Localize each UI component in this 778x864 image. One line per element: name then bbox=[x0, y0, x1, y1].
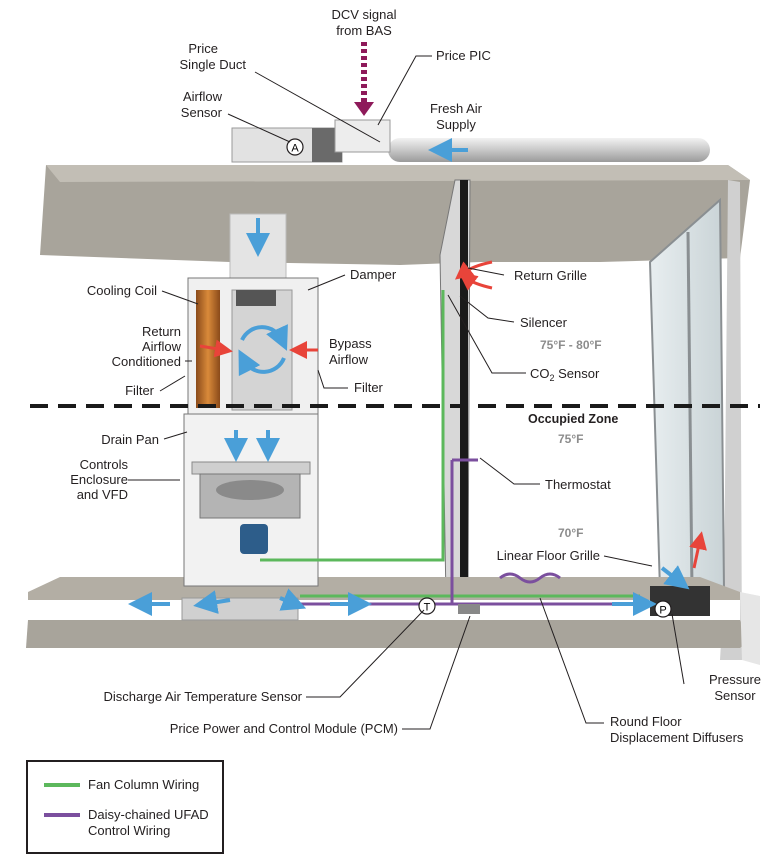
fan-column-wiring-line bbox=[260, 290, 445, 562]
legend-item-fan-column: Fan Column Wiring bbox=[44, 777, 199, 792]
damper-box bbox=[236, 290, 276, 306]
wall-right bbox=[720, 180, 742, 660]
price-pic-box bbox=[334, 119, 391, 153]
discharge-temp-sensor-marker: T bbox=[418, 597, 436, 615]
marker-p-text: P bbox=[659, 605, 666, 617]
return-airflow-label-1: Return bbox=[142, 324, 181, 339]
airflow-sensor-label-2: Sensor bbox=[181, 105, 223, 120]
fresh-air-supply-label-1: Fresh Air bbox=[430, 101, 483, 116]
legend-ufad-label-2: Control Wiring bbox=[88, 823, 170, 838]
pressure-sensor-label-2: Sensor bbox=[714, 688, 756, 703]
pressure-sensor-marker: P bbox=[654, 600, 672, 618]
legend-item-ufad-control: Daisy-chained UFAD Control Wiring bbox=[44, 807, 209, 838]
ceiling-slab bbox=[40, 165, 750, 265]
silencer-label: Silencer bbox=[520, 315, 568, 330]
price-single-duct-label-2: Single Duct bbox=[180, 57, 247, 72]
damper-label: Damper bbox=[350, 267, 397, 282]
pressure-sensor-label-1: Pressure bbox=[709, 672, 761, 687]
dcv-signal-label-1: DCV signal bbox=[331, 7, 396, 22]
co2-subscript: 2 bbox=[550, 373, 555, 383]
marker-a-text: A bbox=[291, 143, 299, 155]
temp-floor-zone: 70°F bbox=[558, 526, 583, 540]
drain-pan-label: Drain Pan bbox=[101, 432, 159, 447]
controls-enclosure-label-2: Enclosure bbox=[70, 472, 128, 487]
cooling-coil-label: Cooling Coil bbox=[87, 283, 157, 298]
linear-floor-grille-label: Linear Floor Grille bbox=[497, 548, 600, 563]
pcm-label: Price Power and Control Module (PCM) bbox=[170, 721, 398, 736]
airflow-sensor-label-1: Airflow bbox=[183, 89, 223, 104]
round-floor-diffuser-arrows bbox=[499, 572, 561, 584]
fan-motor bbox=[240, 524, 268, 554]
temp-occupied-zone: 75°F bbox=[558, 432, 583, 446]
return-air-arrows bbox=[199, 260, 707, 569]
thermostat-label: Thermostat bbox=[545, 477, 611, 492]
controls-enclosure-label-1: Controls bbox=[80, 457, 129, 472]
return-airflow-label-2: Airflow bbox=[142, 339, 182, 354]
temp-upper-zone: 75°F - 80°F bbox=[540, 338, 602, 352]
legend-fan-column-label: Fan Column Wiring bbox=[88, 777, 199, 792]
price-single-duct-label-1: Price bbox=[188, 41, 218, 56]
airflow-sensor-marker: A bbox=[286, 138, 304, 156]
co2-suffix: Sensor bbox=[555, 366, 600, 381]
fresh-air-duct bbox=[388, 138, 710, 162]
dcv-signal-arrow bbox=[354, 42, 374, 116]
supply-air-arrows bbox=[128, 138, 690, 616]
bypass-airflow-label-2: Airflow bbox=[329, 352, 369, 367]
co2-sensor-label: CO2 Sensor bbox=[530, 366, 600, 383]
floor-slab bbox=[26, 620, 750, 648]
bypass-airflow-label-1: Bypass bbox=[329, 336, 372, 351]
controls-enclosure-label-3: and VFD bbox=[77, 487, 128, 502]
co2-prefix: CO bbox=[530, 366, 550, 381]
round-diffusers-label-1: Round Floor bbox=[610, 714, 682, 729]
legend: Fan Column Wiring Daisy-chained UFAD Con… bbox=[26, 760, 224, 854]
leader-lines bbox=[128, 55, 685, 730]
pcm-module bbox=[458, 604, 480, 614]
return-airflow-label-3: Conditioned bbox=[112, 354, 181, 369]
dcv-signal-label-2: from BAS bbox=[336, 23, 392, 38]
discharge-sensor-label: Discharge Air Temperature Sensor bbox=[104, 689, 303, 704]
occupied-zone-label: Occupied Zone bbox=[528, 412, 618, 426]
filter-right-label: Filter bbox=[354, 380, 384, 395]
round-diffusers-label-2: Displacement Diffusers bbox=[610, 730, 744, 745]
legend-ufad-label-1: Daisy-chained UFAD bbox=[88, 807, 209, 822]
ceiling-slab-top bbox=[46, 165, 750, 182]
fresh-air-supply-label-2: Supply bbox=[436, 117, 476, 132]
return-grille-label: Return Grille bbox=[514, 268, 587, 283]
marker-t-text: T bbox=[424, 602, 431, 614]
price-pic-label: Price PIC bbox=[436, 48, 491, 63]
filter-left-label: Filter bbox=[125, 383, 155, 398]
